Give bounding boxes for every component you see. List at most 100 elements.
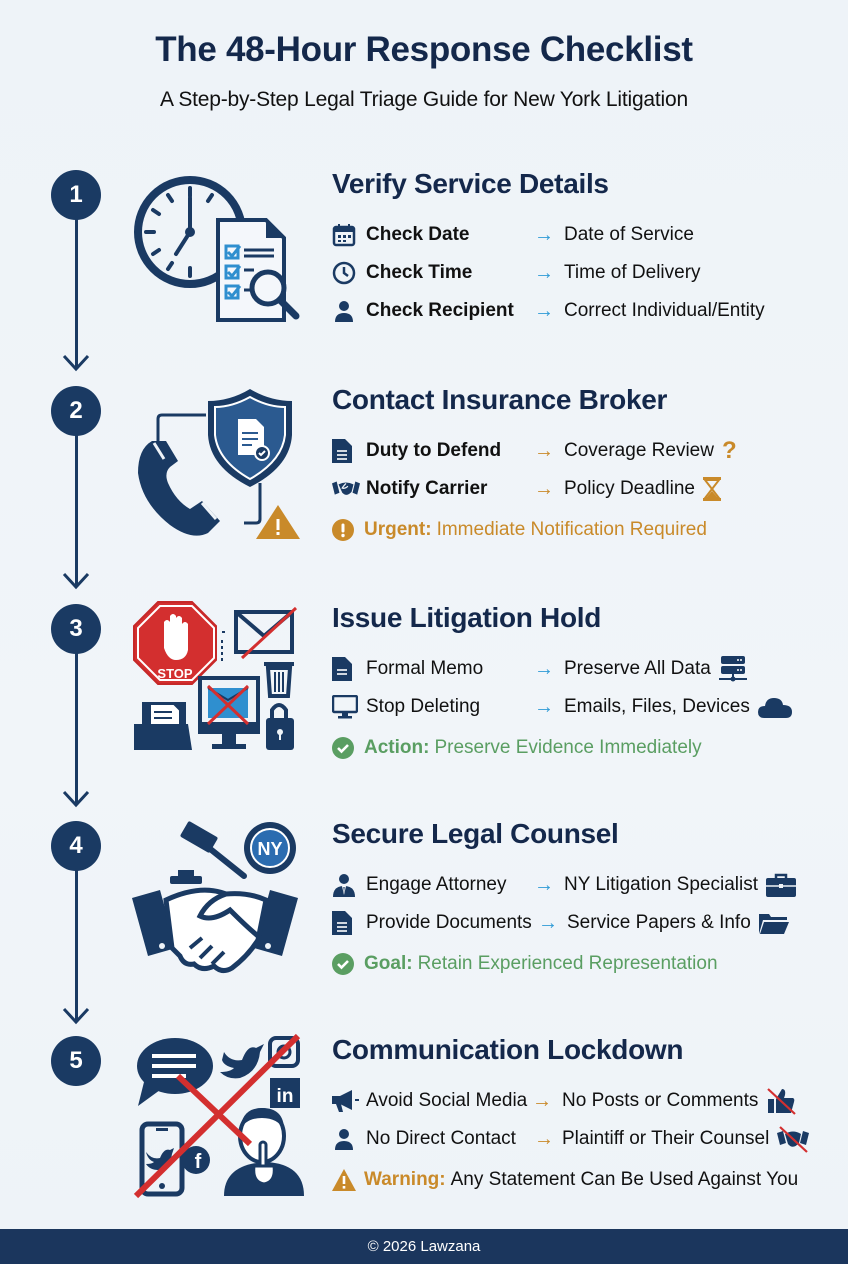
calendar-icon bbox=[332, 223, 360, 247]
checklist-row: Stop Deleting → Emails, Files, Devices bbox=[332, 688, 832, 726]
row-action: Check Recipient bbox=[366, 300, 514, 321]
note-text: Any Statement Can Be Used Against You bbox=[450, 1169, 799, 1190]
step-title: Issue Litigation Hold bbox=[332, 602, 602, 633]
gavel-icon bbox=[170, 821, 247, 884]
step-section-5: Communication Lockdown Avoid Social Medi… bbox=[332, 1034, 832, 1198]
arrow-down-icon bbox=[62, 1007, 90, 1025]
phone-social-icon: f bbox=[139, 1121, 210, 1197]
checklist-row: Check Time → Time of Delivery bbox=[332, 254, 832, 292]
arrow-right-icon: → bbox=[532, 1089, 552, 1112]
note-text: Preserve Evidence Immediately bbox=[434, 737, 702, 758]
step-section-3: Issue Litigation Hold Formal Memo → Pres… bbox=[332, 602, 832, 766]
illustration-litigation-hold: STOP bbox=[130, 600, 310, 760]
step-section-4: Secure Legal Counsel Engage Attorney → N… bbox=[332, 818, 832, 982]
clock-icon bbox=[332, 261, 360, 285]
illustration-communication-lockdown: in f bbox=[130, 1032, 310, 1199]
illustration-verify-service bbox=[130, 170, 310, 330]
silent-person-icon bbox=[224, 1108, 304, 1196]
no-like-icon bbox=[767, 1088, 797, 1115]
row-detail: Preserve All Data bbox=[564, 656, 747, 682]
checklist-row: Avoid Social Media → No Posts or Comment… bbox=[332, 1082, 832, 1120]
row-detail: Date of Service bbox=[564, 224, 694, 245]
row-detail: Correct Individual/Entity bbox=[564, 300, 765, 321]
row-detail: Time of Delivery bbox=[564, 262, 701, 283]
copyright-text: © 2026 Lawzana bbox=[367, 1238, 481, 1255]
note-urgent: Urgent: Immediate Notification Required bbox=[332, 512, 832, 548]
illustration-legal-counsel: NY bbox=[130, 818, 310, 978]
row-detail: Service Papers & Info bbox=[567, 912, 789, 934]
person-icon bbox=[332, 299, 360, 323]
arrow-right-icon: → bbox=[534, 477, 554, 500]
attorney-icon bbox=[332, 873, 360, 897]
linkedin-icon: in bbox=[270, 1078, 300, 1108]
crossed-envelope-icon bbox=[234, 606, 298, 660]
arrow-right-icon: → bbox=[534, 695, 554, 718]
step-number-4: 4 bbox=[51, 821, 101, 871]
svg-text:in: in bbox=[277, 1086, 294, 1107]
checklist-row: No Direct Contact → Plaintiff or Their C… bbox=[332, 1120, 832, 1158]
step-title: Contact Insurance Broker bbox=[332, 384, 668, 415]
arrow-down-icon bbox=[62, 790, 90, 808]
handshake-icon bbox=[132, 887, 298, 974]
document-icon bbox=[332, 911, 360, 935]
timeline-line bbox=[74, 218, 78, 368]
twitter-icon bbox=[220, 1044, 264, 1079]
note-text: Retain Experienced Representation bbox=[417, 953, 718, 974]
warning-triangle-icon bbox=[332, 1168, 356, 1192]
row-action: Check Date bbox=[366, 224, 470, 245]
row-action: Duty to Defend bbox=[366, 440, 502, 461]
trash-icon bbox=[264, 662, 294, 698]
svg-text:NY: NY bbox=[257, 839, 282, 859]
step-number-3: 3 bbox=[51, 604, 101, 654]
step-title: Secure Legal Counsel bbox=[332, 818, 619, 849]
document-icon bbox=[332, 439, 360, 463]
phone-icon bbox=[138, 441, 220, 536]
footer: © 2026 Lawzana bbox=[0, 1229, 848, 1264]
row-action: Formal Memo bbox=[366, 658, 484, 679]
folder-open-icon bbox=[758, 914, 789, 934]
note-label: Goal: bbox=[364, 953, 413, 974]
row-action: No Direct Contact bbox=[366, 1128, 516, 1149]
step-section-1: Verify Service Details Check Date → Date… bbox=[332, 168, 832, 330]
note-warning: Warning: Any Statement Can Be Used Again… bbox=[332, 1162, 832, 1198]
arrow-right-icon: → bbox=[534, 299, 554, 322]
row-detail: NY Litigation Specialist bbox=[564, 873, 796, 897]
arrow-down-icon bbox=[62, 354, 90, 372]
note-goal: Goal: Retain Experienced Representation bbox=[332, 946, 832, 982]
row-detail: Plaintiff or Their Counsel bbox=[562, 1125, 810, 1153]
step-number-1: 1 bbox=[51, 170, 101, 220]
timeline-line bbox=[74, 869, 78, 1021]
note-text: Immediate Notification Required bbox=[436, 519, 707, 540]
cloud-icon bbox=[757, 698, 792, 718]
hourglass-icon bbox=[702, 477, 721, 501]
document-icon bbox=[332, 657, 360, 681]
briefcase-icon bbox=[765, 873, 796, 897]
page-title: The 48-Hour Response Checklist bbox=[155, 30, 693, 69]
stop-sign-icon: STOP bbox=[133, 601, 217, 685]
row-action: Stop Deleting bbox=[366, 696, 481, 717]
step-number-2: 2 bbox=[51, 386, 101, 436]
step-title: Communication Lockdown bbox=[332, 1034, 684, 1065]
megaphone-icon bbox=[332, 1089, 360, 1113]
shield-document-icon bbox=[208, 389, 292, 487]
row-detail: Coverage Review? bbox=[564, 437, 737, 464]
row-detail: No Posts or Comments bbox=[562, 1087, 797, 1115]
row-action: Engage Attorney bbox=[366, 874, 507, 895]
note-label: Warning: bbox=[364, 1169, 446, 1190]
question-mark-icon: ? bbox=[721, 437, 737, 464]
row-action: Provide Documents bbox=[366, 912, 532, 933]
red-x-icon bbox=[133, 1033, 301, 1199]
checklist-row: Engage Attorney → NY Litigation Speciali… bbox=[332, 866, 832, 904]
arrow-right-icon: → bbox=[534, 439, 554, 462]
checklist-row: Formal Memo → Preserve All Data bbox=[332, 650, 832, 688]
warning-triangle-icon bbox=[256, 505, 300, 539]
folder-icon bbox=[134, 702, 192, 750]
note-label: Urgent: bbox=[364, 519, 432, 540]
svg-text:STOP: STOP bbox=[157, 666, 192, 681]
step-section-2: Contact Insurance Broker Duty to Defend … bbox=[332, 384, 832, 548]
svg-text:f: f bbox=[195, 1151, 202, 1173]
arrow-right-icon: → bbox=[534, 657, 554, 680]
person-icon bbox=[332, 1127, 360, 1151]
row-detail: Policy Deadline bbox=[564, 477, 721, 501]
checklist-row: Check Recipient → Correct Individual/Ent… bbox=[332, 292, 832, 330]
